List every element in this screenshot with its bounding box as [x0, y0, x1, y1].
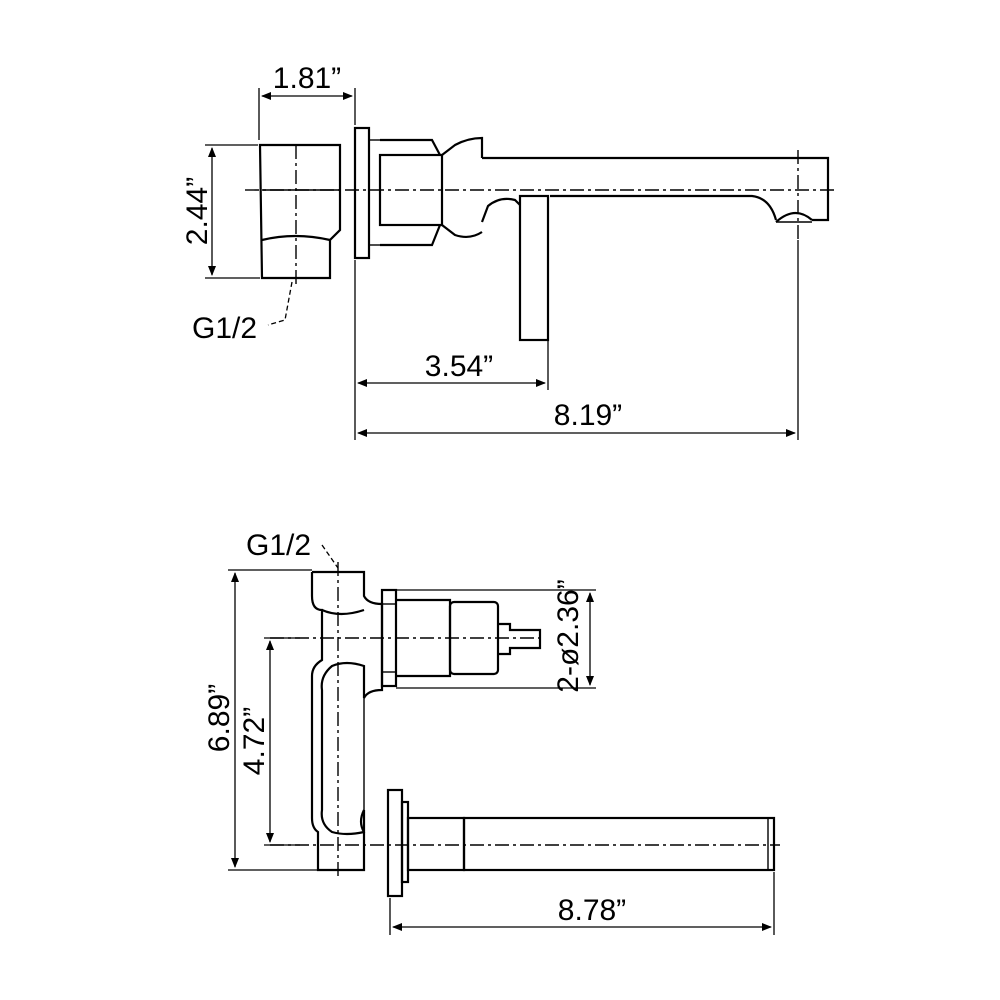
dim-body-width-label: 1.81” — [273, 62, 341, 95]
top-view: 1.81” 2.44” G1/2 3.54” 8.19” — [181, 62, 838, 440]
thread-label-bottom: G1/2 — [246, 529, 311, 562]
dim-spout-top: 8.19” — [357, 240, 799, 440]
lever — [518, 194, 550, 342]
escutcheon-flange — [353, 126, 371, 260]
spout — [480, 156, 830, 223]
thread-callout: G1/2 — [192, 281, 293, 345]
thread-callout-bottom: G1/2 — [246, 529, 339, 569]
thread-label: G1/2 — [192, 312, 257, 345]
dim-height: 2.44” — [181, 144, 260, 279]
dim-lever-label: 3.54” — [425, 350, 493, 383]
dim-centers: 4.72” — [238, 637, 300, 846]
spout-assembly — [386, 788, 776, 898]
pipe-body — [310, 570, 384, 872]
dim-escutcheon: 2-ø2.36” — [396, 579, 596, 693]
dim-total-label: 6.89” — [203, 684, 236, 752]
bottom-view: G1/2 6.89” 4.72” 2-ø2.36” 8.78” — [203, 529, 780, 935]
dim-centers-label: 4.72” — [238, 707, 271, 775]
knurled-handle — [378, 136, 484, 247]
valve-body — [258, 143, 342, 280]
dim-spout-top-label: 8.19” — [554, 399, 622, 432]
dim-lever: 3.54” — [354, 260, 549, 440]
dim-escutcheon-label: 2-ø2.36” — [552, 579, 585, 692]
dim-body-width: 1.81” — [258, 62, 356, 140]
dim-spout-bottom-label: 8.78” — [558, 894, 626, 927]
dim-spout-bottom: 8.78” — [389, 872, 775, 935]
dim-height-label: 2.44” — [181, 177, 214, 245]
dim-total: 6.89” — [203, 569, 318, 871]
